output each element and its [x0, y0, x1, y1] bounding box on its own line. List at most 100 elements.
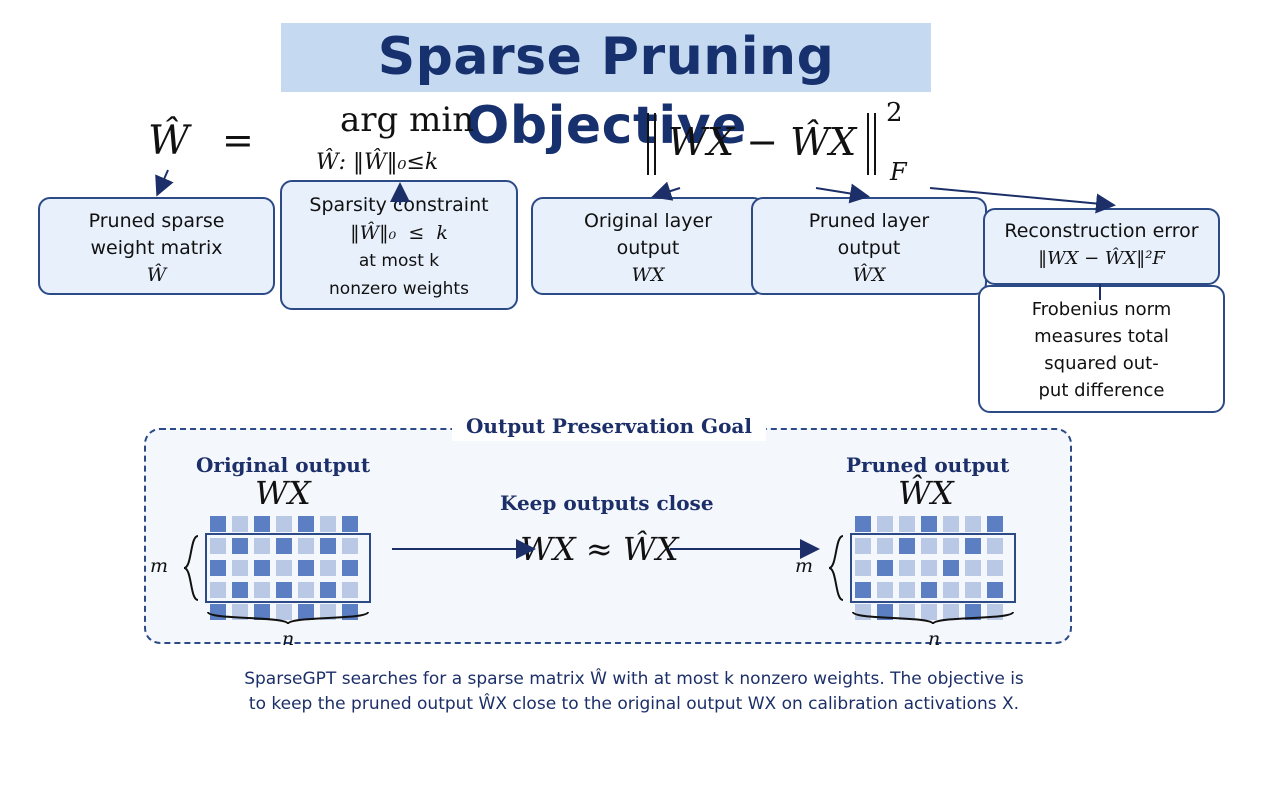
matrix-cell: [298, 560, 314, 576]
equation-lhs: Ŵ: [148, 118, 190, 164]
original-output-label: Original output: [196, 453, 371, 477]
matrix-cell: [254, 516, 270, 532]
matrix-cell: [232, 538, 248, 554]
right-n-brace: [852, 611, 1014, 625]
norm-bars: [647, 113, 876, 175]
sparsity-constraint-box: Sparsity constraint ‖Ŵ‖₀ ≤ k at most k n…: [280, 180, 518, 310]
matrix-cell: [855, 538, 871, 554]
matrix-cell: [921, 516, 937, 532]
matrix-cell: [342, 560, 358, 576]
matrix-cell: [965, 516, 981, 532]
equation-exponent: 2: [886, 98, 903, 128]
matrix-cell: [320, 604, 336, 620]
caption-line1: SparseGPT searches for a sparse matrix Ŵ…: [244, 669, 1024, 689]
panel-arrows: [392, 539, 820, 559]
matrix-cell: [320, 582, 336, 598]
matrix-cell: [943, 604, 959, 620]
page-title: Sparse Pruning Objective: [281, 23, 931, 156]
frobenius-line2: measures total: [1034, 326, 1169, 347]
original-matrix: [183, 516, 371, 625]
approx-equation: WX ≈ ŴX: [520, 530, 679, 568]
matrix-cell: [298, 582, 314, 598]
matrix-cell: [298, 538, 314, 554]
matrix-cell: [254, 604, 270, 620]
matrix-cell: [210, 516, 226, 532]
sparsity-math: ‖Ŵ‖₀ ≤ k: [350, 222, 448, 244]
original-output-math-label: WX: [255, 474, 311, 512]
matrix-cell: [342, 582, 358, 598]
original-output-line1: Original layer: [583, 210, 713, 232]
arrow-to-reconstruction: [929, 187, 1116, 214]
frobenius-line1: Frobenius norm: [1031, 299, 1172, 320]
matrix-cell: [210, 582, 226, 598]
reconstruction-line1: Reconstruction error: [1004, 220, 1199, 242]
pruned-output-line1: Pruned layer: [808, 210, 930, 232]
equation-norm-expression: WX − ŴX: [668, 120, 857, 164]
right-m-brace: [828, 535, 844, 601]
matrix-cell: [298, 516, 314, 532]
matrix-cell: [921, 538, 937, 554]
caption: SparseGPT searches for a sparse matrix Ŵ…: [150, 667, 1118, 717]
matrix-cell: [899, 604, 915, 620]
frobenius-line3: squared out-: [1044, 353, 1159, 374]
matrix-cell: [320, 538, 336, 554]
matrix-cell: [943, 582, 959, 598]
sparsity-line3: at most k: [358, 251, 440, 271]
matrix-cell: [298, 604, 314, 620]
matrix-cell: [276, 604, 292, 620]
matrix-cell: [232, 582, 248, 598]
equation-equals: =: [222, 118, 254, 162]
matrix-cell: [943, 560, 959, 576]
matrix-cell: [342, 538, 358, 554]
left-m-brace: [183, 535, 199, 601]
frobenius-line4: put difference: [1038, 380, 1165, 401]
matrix-cell: [899, 582, 915, 598]
equation-argmin-subscript: Ŵ: ‖Ŵ‖₀≤k: [316, 150, 439, 175]
annotation-arrows: [155, 169, 1116, 300]
matrix-cell: [210, 560, 226, 576]
matrix-cell: [899, 538, 915, 554]
matrix-cell: [987, 538, 1003, 554]
original-output-line2: output: [616, 237, 680, 259]
arrow-to-pruned-output: [815, 183, 870, 204]
arrow-to-pruned-weights: [155, 169, 174, 197]
sparsity-line4: nonzero weights: [329, 279, 469, 299]
original-output-box: Original layer output WX: [531, 197, 765, 295]
matrix-cell: [921, 604, 937, 620]
matrix-cell: [254, 582, 270, 598]
matrix-cell: [921, 560, 937, 576]
caption-line2: to keep the pruned output ŴX close to th…: [248, 694, 1020, 714]
panel-title: Output Preservation Goal: [452, 411, 766, 441]
pruned-matrix: [828, 516, 1016, 625]
pruned-matrix-frame: [850, 533, 1016, 603]
matrix-cell: [899, 516, 915, 532]
matrix-cell: [987, 516, 1003, 532]
matrix-cell: [943, 516, 959, 532]
pruned-weights-box: Pruned sparse weight matrix Ŵ: [38, 197, 275, 295]
left-dim-n: n: [282, 628, 295, 650]
matrix-cell: [276, 560, 292, 576]
matrix-cell: [965, 538, 981, 554]
matrix-cell: [210, 604, 226, 620]
reconstruction-error-box: Reconstruction error ‖WX − ŴX‖²F: [983, 208, 1220, 285]
left-n-brace: [207, 611, 369, 625]
matrix-cell: [987, 560, 1003, 576]
original-matrix-frame: [205, 533, 371, 603]
left-dim-m: m: [150, 555, 169, 577]
pruned-output-line2: output: [837, 237, 901, 259]
original-output-math: WX: [631, 264, 665, 286]
matrix-cell: [276, 516, 292, 532]
matrix-cell: [987, 582, 1003, 598]
reconstruction-math: ‖WX − ŴX‖²F: [1038, 248, 1165, 269]
matrix-cell: [320, 560, 336, 576]
matrix-cell: [276, 538, 292, 554]
matrix-cell: [254, 560, 270, 576]
matrix-cell: [877, 538, 893, 554]
matrix-cell: [877, 560, 893, 576]
matrix-cell: [276, 582, 292, 598]
matrix-cell: [899, 560, 915, 576]
pruned-weights-line1: Pruned sparse: [88, 210, 225, 232]
matrix-cell: [210, 538, 226, 554]
matrix-cell: [855, 516, 871, 532]
matrix-cell: [921, 582, 937, 598]
